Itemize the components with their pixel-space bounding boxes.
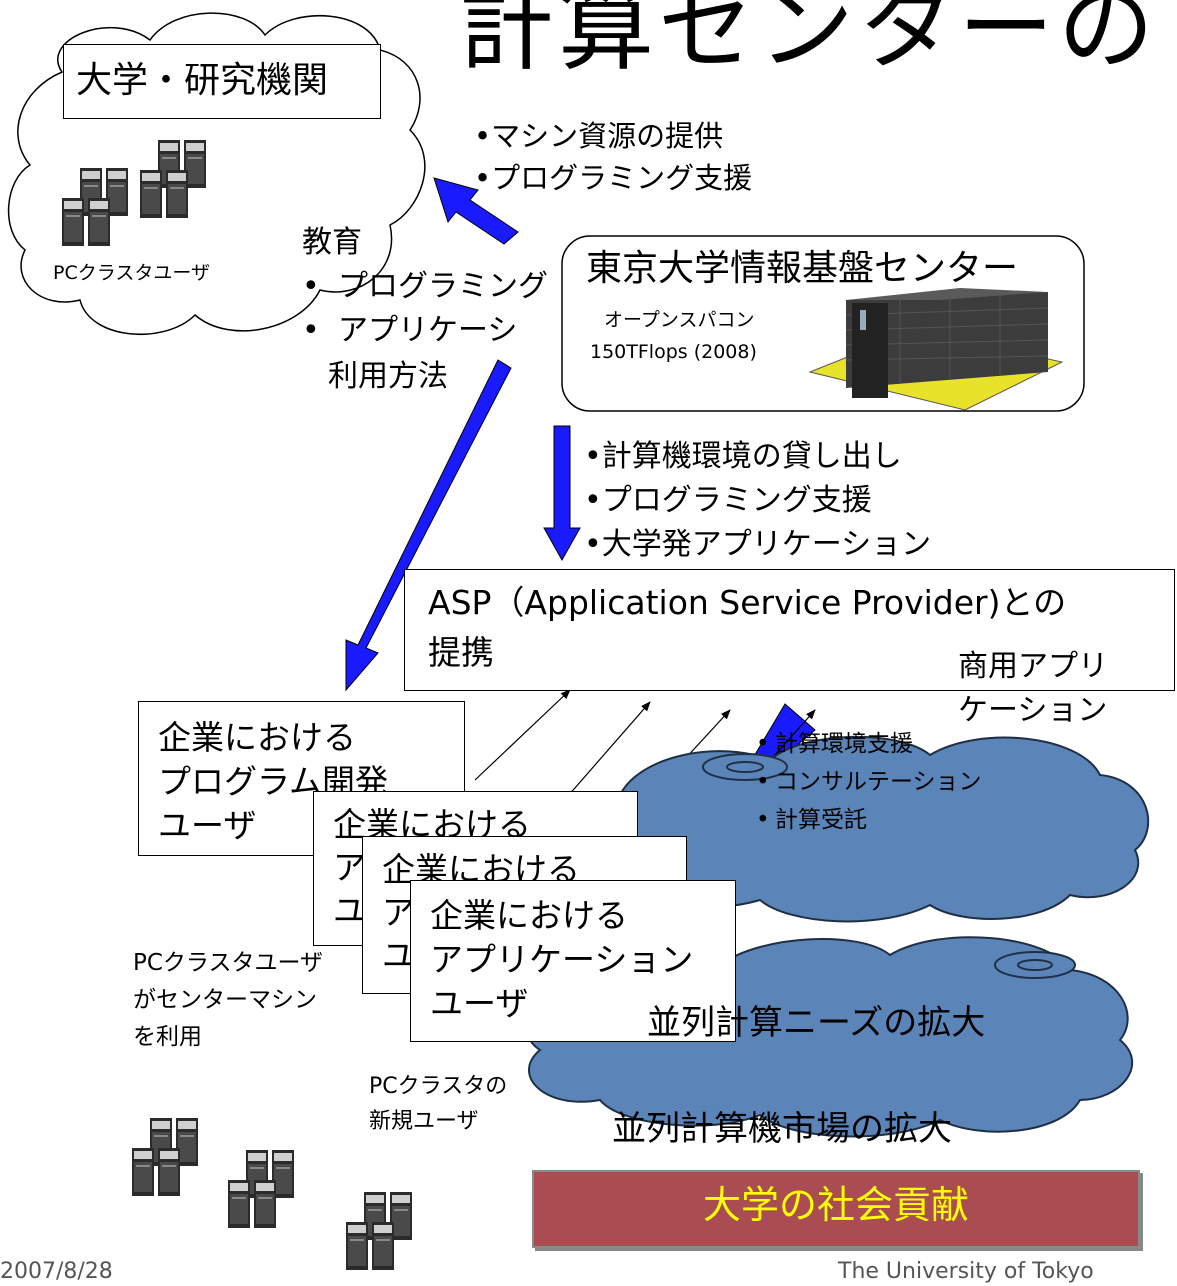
asp-service-item: 計算環境支援 <box>775 731 913 757</box>
asp-service-item: • <box>756 769 770 795</box>
pc-cluster-icon <box>132 1118 412 1270</box>
university-title: 大学・研究機関 <box>76 60 329 101</box>
pc-user-label: PCクラスタユーザ <box>53 262 210 284</box>
pc-to-center-text: PCクラスタユーザ <box>133 950 324 976</box>
contribution-banner <box>532 1170 1140 1248</box>
card-mid-side-u: ユ <box>382 936 415 975</box>
pc-to-center-text: を利用 <box>133 1024 202 1050</box>
card-back-side-u: ユ <box>333 891 366 930</box>
supercomputer-icon <box>808 288 1064 411</box>
service-item: •大学発アプリケーション <box>584 527 932 562</box>
education-bullet: • <box>302 269 320 304</box>
pc-to-center-text: がセンターマシン <box>133 987 317 1013</box>
support-item: •マシン資源の提供 <box>474 119 724 153</box>
card-mid-side-a: ア <box>382 893 415 932</box>
asp-box <box>404 569 1175 691</box>
asp-service-item: • <box>756 807 770 833</box>
asp-line2: 提携 <box>428 633 494 672</box>
asp-service-item: コンサルテーション <box>775 769 982 795</box>
asp-service-item: • <box>756 731 770 757</box>
enterprise-dev-text: 企業における <box>158 718 356 757</box>
commercial-apps: 商用アプリ <box>958 649 1108 684</box>
needs-cloud <box>576 735 1150 923</box>
enterprise-app-text: ユーザ <box>430 984 529 1023</box>
asp-service-item: 計算受託 <box>775 807 867 833</box>
footer-org: The University of Tokyo <box>838 1259 1094 1284</box>
center-title: 東京大学情報基盤センター <box>586 248 1019 289</box>
arrow-center-to-asp <box>543 425 581 562</box>
enterprise-dev-text: ユーザ <box>158 806 257 845</box>
education-heading: 教育 <box>302 225 362 260</box>
arrow-to-university <box>433 177 519 245</box>
needs-text: 並列計算ニーズの拡大 <box>647 1003 986 1043</box>
arrow-to-enterprise-dev <box>345 359 512 692</box>
pc-new-users-text: 新規ユーザ <box>369 1109 479 1134</box>
market-text: 並列計算機市場の拡大 <box>612 1109 952 1149</box>
asp-line1: ASP（Application Service Provider)との <box>428 583 1067 622</box>
footer-date: 2007/8/28 <box>0 1259 113 1284</box>
education-continuation: 利用方法 <box>328 359 448 394</box>
enterprise-app-text: 企業における <box>430 896 628 935</box>
support-item: •プログラミング支援 <box>474 161 753 195</box>
service-item: •プログラミング支援 <box>584 483 872 518</box>
service-item: •計算機環境の貸し出し <box>584 439 902 474</box>
card-back-side-a: ア <box>333 848 366 887</box>
university-title-box <box>63 44 381 119</box>
contribution-text: 大学の社会貢献 <box>702 1183 969 1227</box>
slide-title: 計算センターの <box>458 0 1158 84</box>
education-item: アプリケーシ <box>338 313 518 348</box>
commercial-apps: ケーション <box>958 693 1108 728</box>
machine-name: オープンスパコン <box>604 309 755 331</box>
machine-spec: 150TFlops (2008) <box>590 341 757 363</box>
education-item: プログラミング <box>338 269 548 304</box>
education-bullet: • <box>302 313 320 348</box>
enterprise-app-text: アプリケーション <box>430 940 694 979</box>
enterprise-app-card-front <box>410 880 736 1042</box>
pc-new-users-text: PCクラスタの <box>369 1074 508 1099</box>
